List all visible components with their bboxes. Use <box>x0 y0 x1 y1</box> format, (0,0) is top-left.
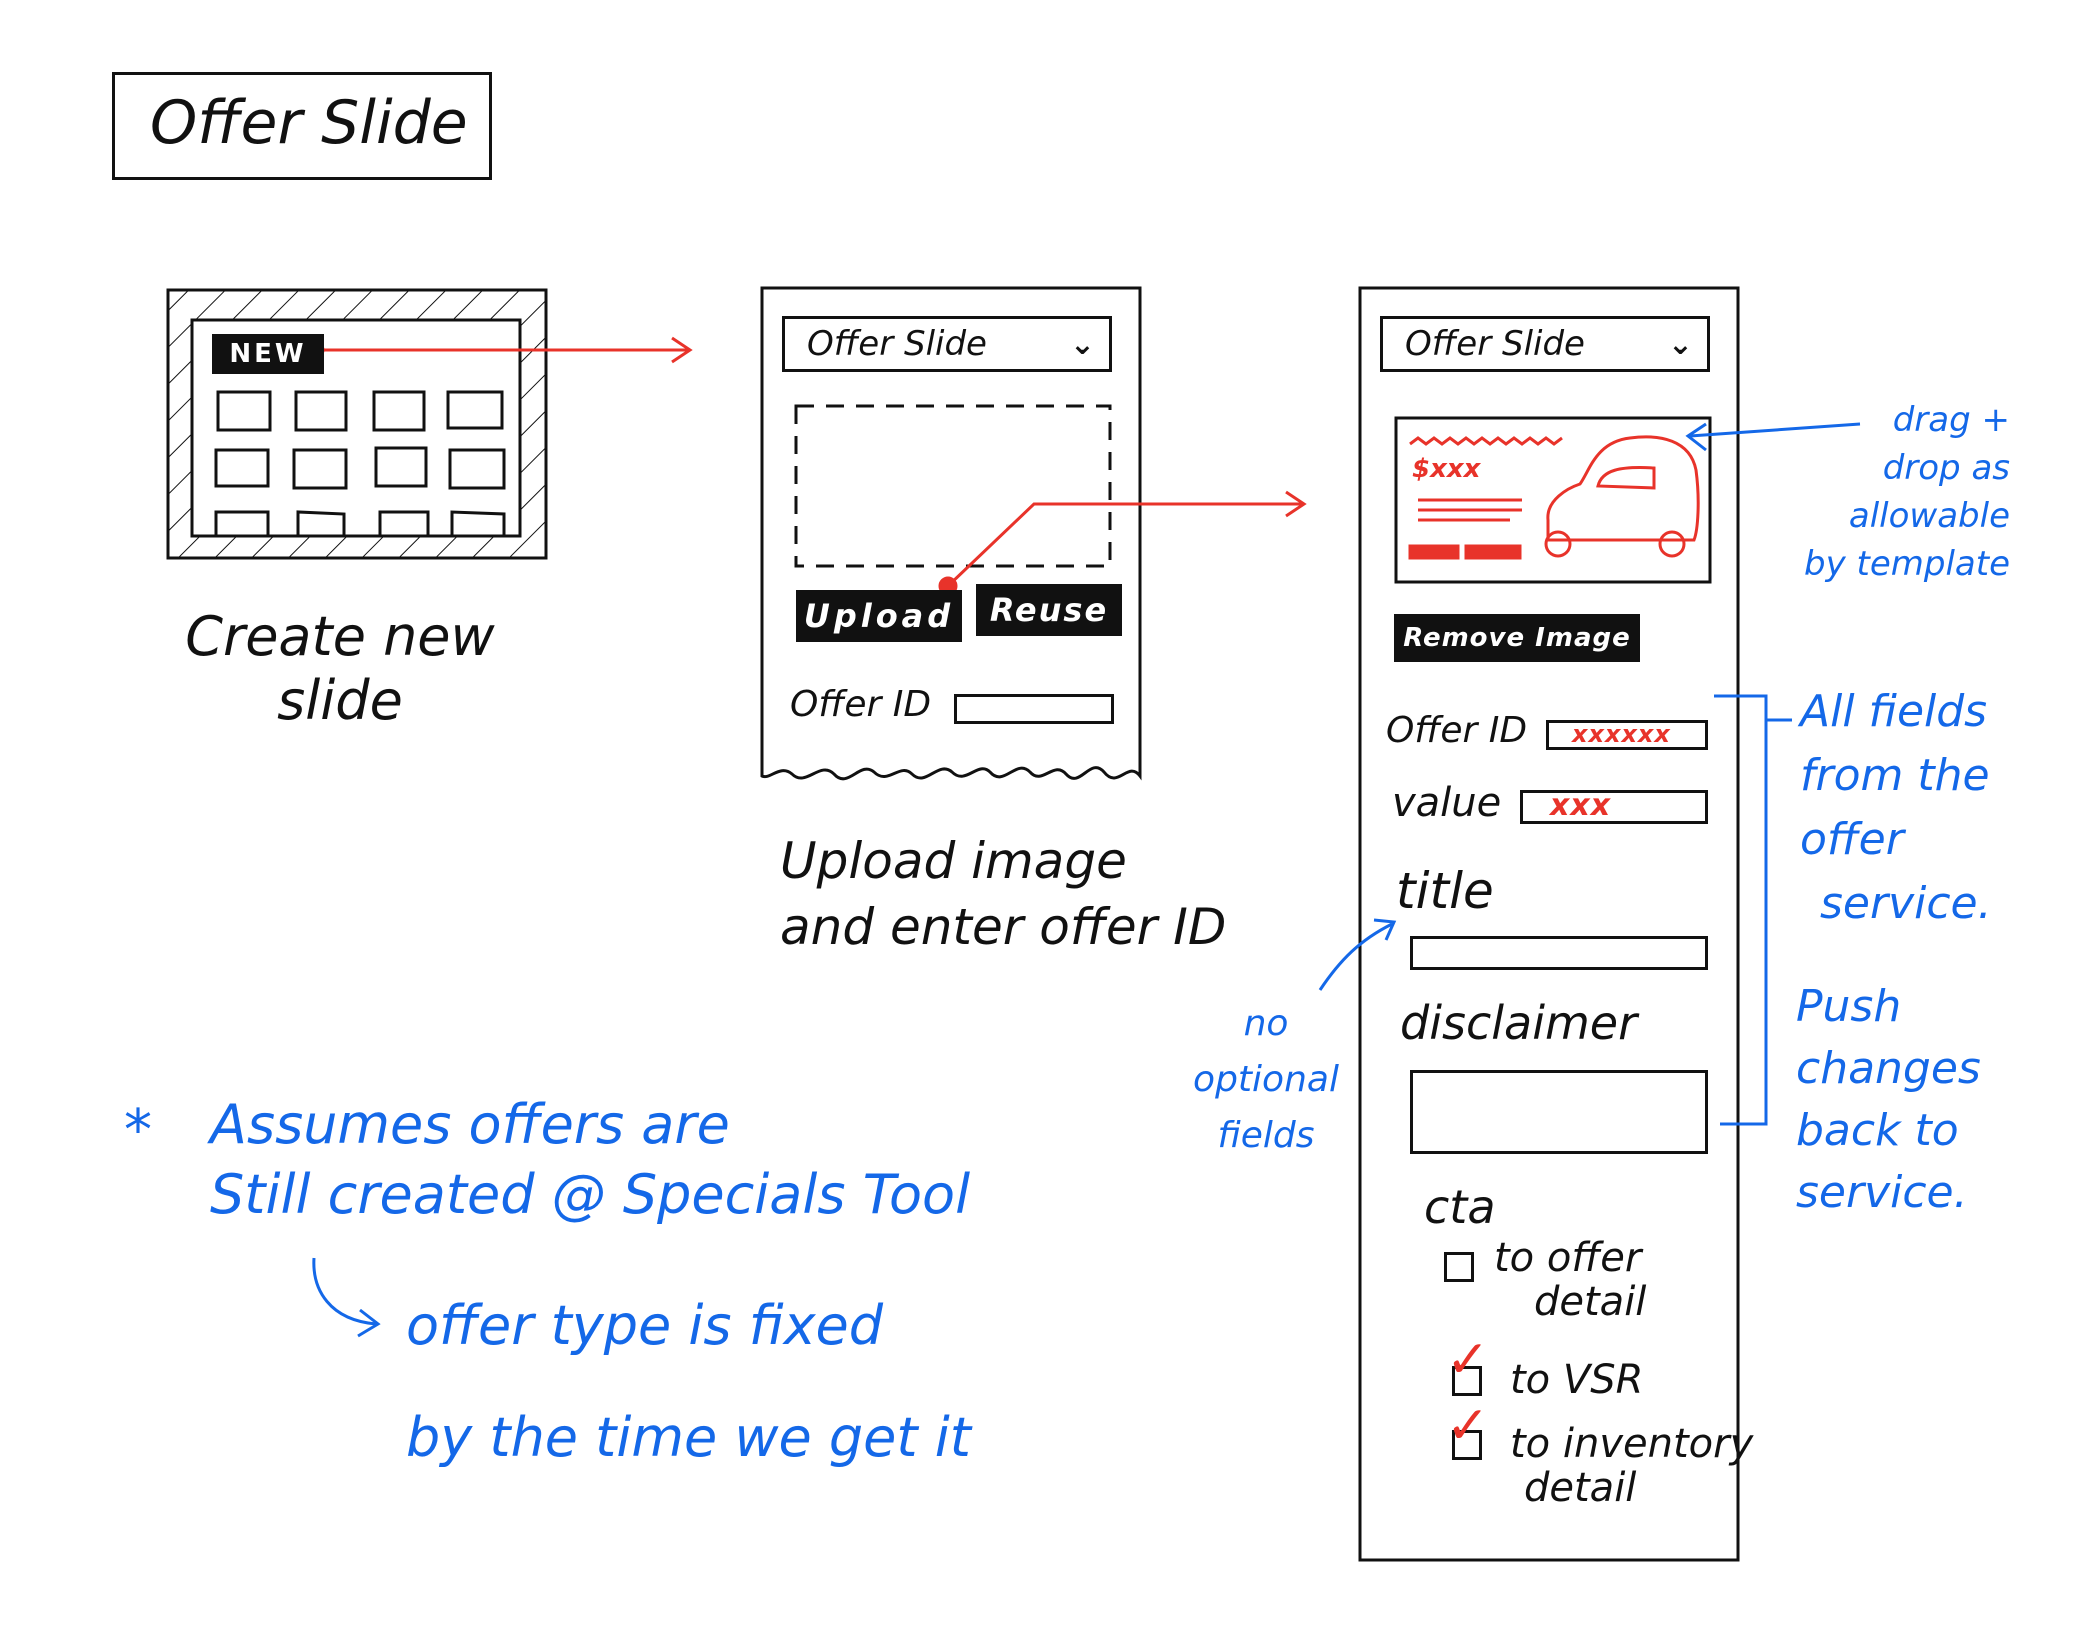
value-label: value <box>1392 780 1502 826</box>
title-box <box>112 72 492 180</box>
disclaimer-field[interactable] <box>1410 1070 1708 1154</box>
panel1-frame <box>166 288 548 560</box>
chevron-down-icon: ⌄ <box>1667 327 1693 362</box>
slide-type-select[interactable]: Offer Slide ⌄ <box>1380 316 1710 372</box>
title-field[interactable] <box>1410 936 1708 970</box>
cta-option-offer-detail: to offer detail <box>1494 1236 1646 1324</box>
offer-id-label: Offer ID <box>1386 710 1528 751</box>
note-line: offer type is fixed <box>406 1294 884 1357</box>
note-assumption: Assumes offers are Still created @ Speci… <box>210 1090 1010 1230</box>
cta-checkbox-vsr[interactable] <box>1452 1366 1482 1396</box>
note-line: Push <box>1796 981 1902 1032</box>
new-slide-badge[interactable]: NEW <box>212 334 324 374</box>
title-label: title <box>1396 862 1494 920</box>
offer-id-input[interactable] <box>954 694 1114 724</box>
note-line: by the time we get it <box>406 1406 971 1469</box>
remove-image-button[interactable]: Remove Image <box>1394 614 1640 662</box>
note-all-fields: All fields from the offer service. <box>1800 680 2020 936</box>
note-line: optional <box>1193 1059 1339 1100</box>
note-line: All fields <box>1800 686 1988 737</box>
note-push-changes: Push changes back to service. <box>1796 976 2026 1224</box>
note-line: offer <box>1800 814 1904 865</box>
cta-checkbox-inventory-detail[interactable] <box>1452 1430 1482 1460</box>
disclaimer-label: disclaimer <box>1400 996 1638 1050</box>
note-line: back to <box>1796 1105 1959 1156</box>
cta-option-vsr: to VSR <box>1510 1358 1643 1402</box>
note-line: from the <box>1800 750 1990 801</box>
offer-image-preview <box>1394 416 1712 584</box>
upload-button[interactable]: Upload <box>796 590 962 642</box>
panel1-caption: Create new slide <box>180 605 500 733</box>
note-line: Assumes offers are <box>210 1093 730 1156</box>
offer-id-label: Offer ID <box>790 684 932 725</box>
panel1-caption-line1: Create new <box>185 605 495 668</box>
panel2-frame <box>760 286 1142 781</box>
panel1-caption-line2: slide <box>277 669 403 732</box>
cta-option-label-line1: to VSR <box>1510 1357 1644 1403</box>
offer-id-field[interactable] <box>1546 720 1708 750</box>
checkmark-icon: ✓ <box>1446 1330 1490 1390</box>
cta-checkbox-offer-detail[interactable] <box>1444 1252 1474 1282</box>
panel2-caption-line2: and enter offer ID <box>780 898 1227 956</box>
cta-label: cta <box>1424 1180 1496 1234</box>
note-line: by template <box>1804 544 2010 584</box>
cta-option-label-line2: detail <box>1524 1465 1637 1511</box>
note-line: drag + <box>1892 400 2010 440</box>
checkmark-icon: ✓ <box>1446 1396 1490 1456</box>
note-no-optional-fields: no optional fields <box>1186 996 1346 1164</box>
note-line: changes <box>1796 1043 1981 1094</box>
slide-type-select[interactable]: Offer Slide ⌄ <box>782 316 1112 372</box>
panel2-caption-line1: Upload image <box>780 832 1127 890</box>
slide-type-select-value: Offer Slide <box>807 324 987 364</box>
page-title: Offer Slide <box>150 88 468 158</box>
slide-type-select-value: Offer Slide <box>1405 324 1585 364</box>
panel2-caption: Upload image and enter offer ID <box>780 828 1240 960</box>
annotation-strokes <box>312 422 1861 1338</box>
note-drag-drop: drag + drop as allowable by template <box>1780 396 2010 588</box>
note-line: service. <box>1796 1167 1968 1218</box>
cta-option-label-line2: detail <box>1534 1279 1647 1325</box>
asterisk-icon: * <box>124 1098 152 1163</box>
note-line: fields <box>1217 1115 1315 1156</box>
value-field[interactable] <box>1520 790 1708 824</box>
cta-option-inventory-detail: to inventory detail <box>1510 1422 1753 1510</box>
note-line: allowable <box>1848 496 2010 536</box>
panel3-frame <box>1358 286 1740 1562</box>
reuse-button[interactable]: Reuse <box>976 584 1122 636</box>
note-offer-type-fixed: offer type is fixed by the time we get i… <box>406 1270 1026 1494</box>
chevron-down-icon: ⌄ <box>1069 327 1095 362</box>
cta-option-label-line1: to inventory <box>1510 1421 1754 1467</box>
note-line: Still created @ Specials Tool <box>210 1163 971 1226</box>
note-line: drop as <box>1882 448 2010 488</box>
image-price-text: $xxx <box>1412 454 1481 484</box>
note-line: service. <box>1820 878 1992 929</box>
offer-id-value: xxxxxx <box>1572 720 1671 748</box>
arrow-upload-to-editor <box>938 490 1307 596</box>
value-value: xxx <box>1550 788 1612 823</box>
note-line: no <box>1243 1003 1289 1044</box>
cta-option-label-line1: to offer <box>1494 1235 1642 1281</box>
